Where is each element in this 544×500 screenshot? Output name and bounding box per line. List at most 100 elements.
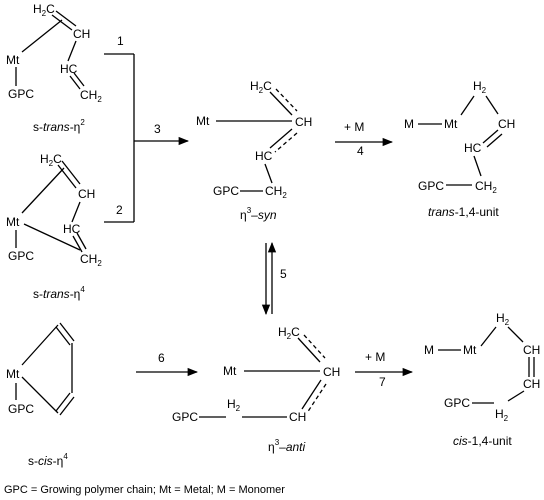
caption-s-cis-eta4: s-cis-η4 [28, 452, 68, 468]
bond [51, 14, 73, 31]
bond [21, 324, 59, 366]
bond [269, 128, 293, 149]
bond [301, 379, 322, 410]
structure-eta3-syn: H2C Mt CH HC GPC CH2 η3–syn [196, 79, 312, 222]
label-hc: HC [63, 222, 81, 236]
label-ch2: CH2 [80, 88, 102, 104]
label-hc: HC [464, 141, 482, 155]
bond [61, 160, 81, 185]
label-h2c: H2C [33, 2, 55, 18]
partial-bond [274, 132, 298, 153]
label-hc: HC [60, 62, 78, 76]
arrow-label-2: 2 [116, 203, 123, 217]
arrow-4: + M 4 [335, 120, 394, 158]
bond [507, 390, 525, 402]
label-mt: Mt [463, 343, 477, 357]
label-mt: Mt [6, 367, 20, 381]
label-h2c: H2C [278, 325, 300, 341]
caption-eta3-syn: η3–syn [240, 206, 277, 222]
structure-s-cis-eta4: Mt GPC s-cis-η4 [6, 322, 75, 468]
partial-bond [306, 383, 327, 414]
arrow-label-6: 6 [158, 351, 165, 365]
bond [485, 95, 499, 115]
caption-eta3-anti: η3–anti [268, 438, 306, 454]
bond [55, 326, 71, 346]
label-m: M [424, 343, 434, 357]
label-gpc: GPC [444, 396, 470, 410]
label-h2: H2 [473, 79, 487, 95]
label-h2c: H2C [40, 152, 62, 168]
arrow-7: + M 7 [355, 350, 414, 389]
label-ch2: CH2 [80, 252, 102, 268]
label-mt: Mt [6, 53, 20, 67]
label-gpc: GPC [213, 184, 239, 198]
label-hc: HC [255, 149, 273, 163]
label-ch2: CH [523, 377, 540, 391]
legend-footer: GPC = Growing polymer chain; Mt = Metal;… [4, 484, 285, 496]
label-mt: Mt [196, 114, 210, 128]
caption-s-trans-eta4: s-trans-η4 [33, 285, 85, 301]
label-h2-bottom: H2 [495, 407, 509, 423]
bond [59, 396, 75, 416]
bond [69, 75, 81, 90]
arrow-6: 6 [136, 351, 199, 377]
caption-trans-unit: trans-1,4-unit [428, 205, 499, 219]
bond [297, 337, 321, 363]
label-gpc: GPC [8, 402, 34, 416]
bond [57, 164, 77, 189]
caption-cis-unit: cis-1,4-unit [453, 434, 512, 448]
bond [73, 72, 85, 87]
label-ch-low: CH [289, 410, 306, 424]
label-ch2: CH2 [475, 179, 497, 195]
label-gpc: GPC [418, 179, 444, 193]
arrow-label-4: 4 [357, 144, 364, 158]
label-gpc: GPC [172, 410, 198, 424]
bond [21, 376, 59, 414]
label-ch2: CH2 [265, 184, 287, 200]
bond [71, 201, 81, 223]
structure-eta3-anti: H2C Mt CH GPC H2 CH η3–anti [172, 325, 340, 454]
structure-s-trans-eta4: H2C CH Mt HC GPC CH2 s-trans-η4 [6, 152, 102, 301]
arrow-label-4-top: + M [344, 120, 364, 134]
structure-cis-unit: M Mt H2 CH CH GPC H2 cis-1,4-unit [424, 311, 540, 448]
structure-trans-unit: M Mt H2 CH HC GPC CH2 trans-1,4-unit [404, 79, 515, 219]
label-h2-top: H2 [496, 311, 510, 327]
bond [480, 326, 497, 347]
label-mt: Mt [444, 117, 458, 131]
bond [59, 322, 75, 342]
label-ch: CH [73, 27, 90, 41]
bond [76, 232, 87, 250]
arrow-group-1-2-3: 1 2 3 [104, 34, 190, 223]
bond [55, 392, 71, 412]
arrow-label-7: 7 [379, 375, 386, 389]
bond [264, 163, 273, 184]
label-ch: CH [498, 117, 515, 131]
bond [473, 155, 482, 177]
label-ch: CH [295, 115, 312, 129]
label-ch1: CH [523, 343, 540, 357]
partial-bond [303, 334, 326, 359]
label-m: M [404, 117, 414, 131]
bond [482, 129, 499, 144]
bond [55, 10, 77, 27]
arrow-label-7-top: + M [365, 350, 385, 364]
label-mt: Mt [6, 215, 20, 229]
label-ch: CH [78, 187, 95, 201]
bond [72, 235, 83, 253]
partial-bond [275, 88, 298, 112]
bond [269, 91, 293, 116]
structure-s-trans-eta2: H2C CH Mt HC GPC CH2 s-trans-η2 [6, 2, 102, 134]
bond [486, 133, 503, 148]
bond [23, 223, 81, 251]
label-h2: H2 [227, 397, 241, 413]
caption-s-trans-eta2: s-trans-η2 [33, 118, 85, 134]
equilibrium-arrow-5: 5 [261, 241, 287, 316]
arrow-label-5: 5 [280, 267, 287, 281]
label-ch: CH [323, 365, 340, 379]
label-mt: Mt [223, 364, 237, 378]
label-h2c: H2C [250, 79, 272, 95]
bond [21, 167, 65, 214]
label-gpc: GPC [8, 249, 34, 263]
arrow-label-1: 1 [117, 34, 124, 48]
